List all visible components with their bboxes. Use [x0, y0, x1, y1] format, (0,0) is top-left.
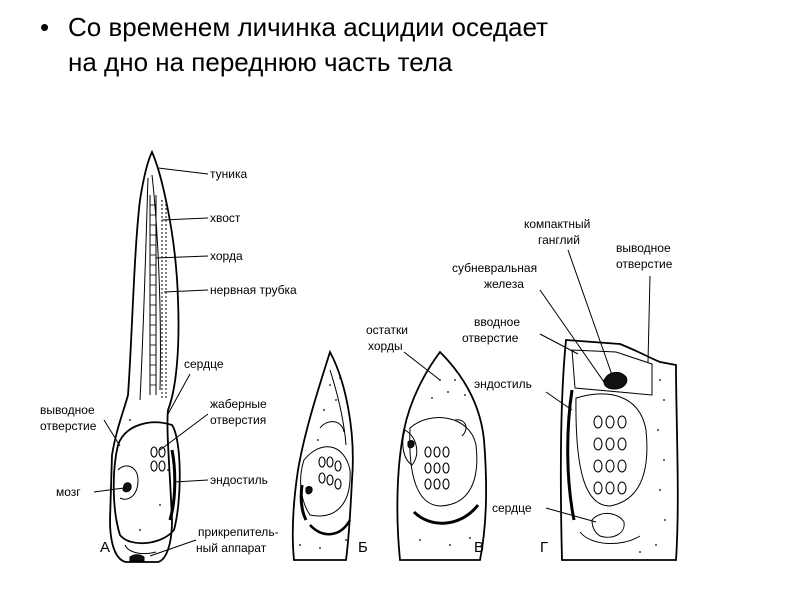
slide-text-line-1: Со временем личинка асцидии оседает [68, 12, 548, 42]
label-vvodnoe-2: отверстие [462, 331, 519, 345]
label-ostatki-2: хорды [368, 339, 403, 353]
label-vvodnoe-1: вводное [474, 315, 520, 329]
label-mozg: мозг [56, 485, 81, 499]
stage-letter-b: Б [358, 539, 368, 556]
label-kompaktny-1: компактный [524, 217, 590, 231]
label-prikrepitel-1: прикрепитель- [198, 525, 279, 539]
label-subnevr-2: железа [484, 277, 524, 291]
bullet-point: • [40, 12, 50, 42]
label-khvost: хвост [210, 211, 241, 225]
label-zhabernye-1: жаберные [210, 397, 267, 411]
stage-letters: А Б В Г [100, 539, 548, 556]
label-ostatki-1: остатки [366, 323, 408, 337]
stage-letter-g: Г [540, 539, 548, 556]
slide-text-line-2: на дно на переднюю часть тела [68, 47, 453, 77]
label-kompaktny-2: ганглий [538, 233, 580, 247]
stage-b-settling [291, 349, 354, 561]
stage-g-leaders [539, 249, 651, 523]
leader-ostatki-khordy [403, 351, 441, 381]
label-vyvodnoe-a-2: отверстие [40, 419, 97, 433]
stage-letter-a: А [100, 539, 110, 556]
label-zhabernye-2: отверстия [210, 413, 266, 427]
label-vyvodnoe-g-1: выводное [616, 241, 671, 255]
stage-a-larva [109, 149, 181, 563]
label-serdtse-a: сердце [184, 357, 224, 371]
label-prikrepitel-2: ный аппарат [196, 541, 267, 555]
stage-g-adult [559, 339, 679, 561]
label-tunika: туника [210, 167, 247, 181]
figure-labels: туника хвост хорда нервная трубка сердце… [40, 167, 673, 555]
stage-letter-v: В [474, 539, 484, 556]
label-serdtse-g: сердце [492, 501, 532, 515]
label-vyvodnoe-a-1: выводное [40, 403, 95, 417]
label-endostil-a: эндостиль [210, 473, 268, 487]
label-endostil-g: эндостиль [474, 377, 532, 391]
label-vyvodnoe-g-2: отверстие [616, 257, 673, 271]
label-nervnaya-trubka: нервная трубка [210, 283, 297, 297]
label-khorda: хорда [210, 249, 243, 263]
label-subnevr-1: субневральная [452, 261, 537, 275]
stage-v-settled [396, 350, 487, 561]
stage-a-leaders [93, 167, 209, 557]
